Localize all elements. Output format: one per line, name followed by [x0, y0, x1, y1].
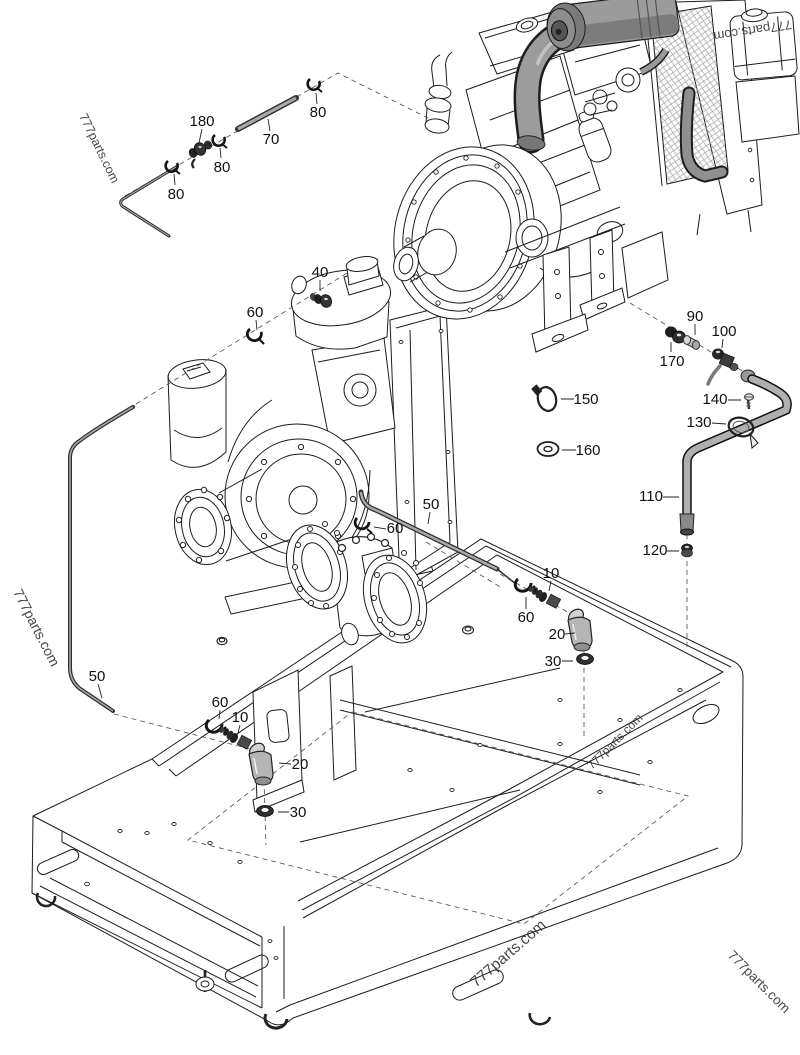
- nipple-90: [682, 335, 701, 350]
- tube-50-middle: [358, 489, 517, 585]
- fitting-40: [309, 293, 332, 308]
- elbow-20-left: [248, 742, 274, 786]
- callout-60: 60: [387, 520, 404, 537]
- clip-60-middle: [353, 517, 373, 534]
- fuel-line-assembly: [119, 95, 299, 238]
- priming-dome: [290, 256, 392, 350]
- discharge-valve: [286, 521, 428, 646]
- coolant-reservoir: [729, 8, 798, 81]
- hose-clamp-150: [531, 384, 558, 412]
- callout-30: 30: [290, 804, 307, 821]
- callout-160: 160: [575, 442, 600, 459]
- callout-100: 100: [711, 323, 736, 340]
- strainer-canister: [167, 359, 227, 468]
- callout-70: 70: [263, 131, 280, 148]
- drain-cock-100: [706, 348, 739, 386]
- watermark-bottom-right: 777parts.com: [725, 948, 793, 1016]
- tube-50-left: [68, 405, 135, 713]
- callout-180: 180: [189, 113, 214, 130]
- callout-80: 80: [214, 159, 231, 176]
- callout-60: 60: [518, 609, 535, 626]
- hose-110: [679, 369, 792, 536]
- air-cleaner: [546, 0, 680, 52]
- bolt-140: [744, 393, 754, 410]
- callout-80: 80: [310, 104, 327, 121]
- callout-120: 120: [642, 542, 667, 559]
- callout-50: 50: [423, 496, 440, 513]
- rim-nuts: [216, 625, 475, 646]
- callout-60: 60: [212, 694, 229, 711]
- callout-40: 40: [312, 264, 329, 281]
- callout-10: 10: [232, 709, 249, 726]
- callout-10: 10: [543, 565, 560, 582]
- callout-170: 170: [659, 353, 684, 370]
- plug-30-left: [256, 805, 274, 817]
- callout-20: 20: [292, 756, 309, 773]
- skid-frame: [31, 538, 744, 1030]
- callout-60: 60: [247, 304, 264, 321]
- callout-140: 140: [702, 391, 727, 408]
- barb-fitting-10-upper: [528, 586, 562, 609]
- lower-radiator-hose: [679, 86, 729, 183]
- callout-20: 20: [549, 626, 566, 643]
- callout-150: 150: [573, 391, 598, 408]
- callout-50: 50: [89, 668, 106, 685]
- washer-160: [536, 441, 560, 457]
- plug-30-upper: [576, 653, 594, 665]
- small-parts: [164, 77, 759, 817]
- watermark-top-left: 777parts.com: [76, 111, 122, 185]
- nut-120: [681, 543, 693, 558]
- engine-assembly: [393, 0, 800, 353]
- engine-mount-legs: [531, 229, 626, 353]
- callout-90: 90: [687, 308, 704, 325]
- callout-30: 30: [545, 653, 562, 670]
- elbow-20-upper: [567, 608, 593, 652]
- callout-80: 80: [168, 186, 185, 203]
- suction-flange: [173, 468, 293, 566]
- coupling-170: [665, 326, 686, 344]
- flywheel-housing: [393, 144, 562, 320]
- clamp-130: [727, 416, 759, 450]
- callout-130: 130: [686, 414, 711, 431]
- swivel-foot: [195, 970, 215, 992]
- pump-assembly: [167, 256, 459, 646]
- callout-110: 110: [639, 488, 663, 505]
- callout-leaders: [97, 92, 741, 813]
- exhaust-elbow: [424, 51, 453, 134]
- barb-fitting-10-left: [219, 727, 253, 750]
- fitting-180: [188, 140, 213, 169]
- watermark-left: 777parts.com: [10, 586, 63, 669]
